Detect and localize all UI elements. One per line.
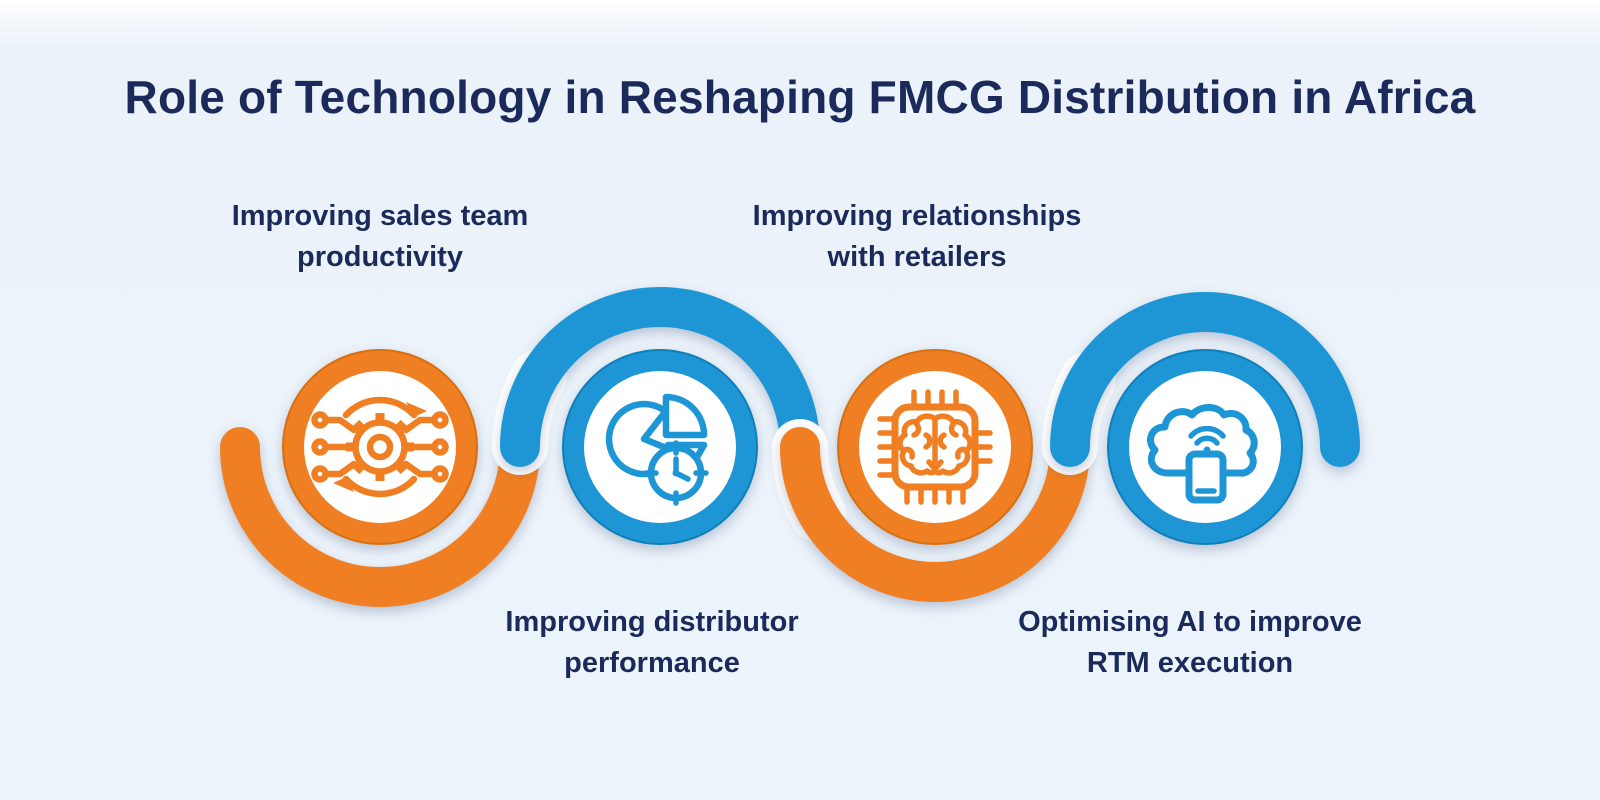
gear-automation-icon bbox=[311, 396, 446, 498]
step-1-node bbox=[282, 349, 478, 545]
ai-chip-brain-icon bbox=[877, 389, 993, 505]
connector-arc-4 bbox=[1050, 292, 1360, 467]
connector-arc-1 bbox=[220, 427, 540, 607]
connector-arc-3 bbox=[780, 427, 1090, 602]
cloud-mobile-icon bbox=[1147, 404, 1258, 504]
connector-arc-2 bbox=[500, 287, 820, 467]
step-4-inner-circle bbox=[1129, 371, 1281, 523]
step-label-4: Optimising AI to improve RTM execution bbox=[1018, 606, 1362, 680]
connector-arcs bbox=[220, 287, 1360, 607]
pie-chart-clock-icon bbox=[605, 393, 709, 506]
step-label-1: Improving sales team productivity bbox=[231, 200, 529, 274]
step-2-node bbox=[562, 349, 758, 545]
page-title: Role of Technology in Reshaping FMCG Dis… bbox=[124, 71, 1476, 123]
step-label-2: Improving distributor performance bbox=[505, 606, 799, 680]
step-label-3: Improving relationships with retailers bbox=[752, 200, 1082, 274]
step-4-node bbox=[1107, 349, 1303, 545]
step-3-node bbox=[837, 349, 1033, 545]
